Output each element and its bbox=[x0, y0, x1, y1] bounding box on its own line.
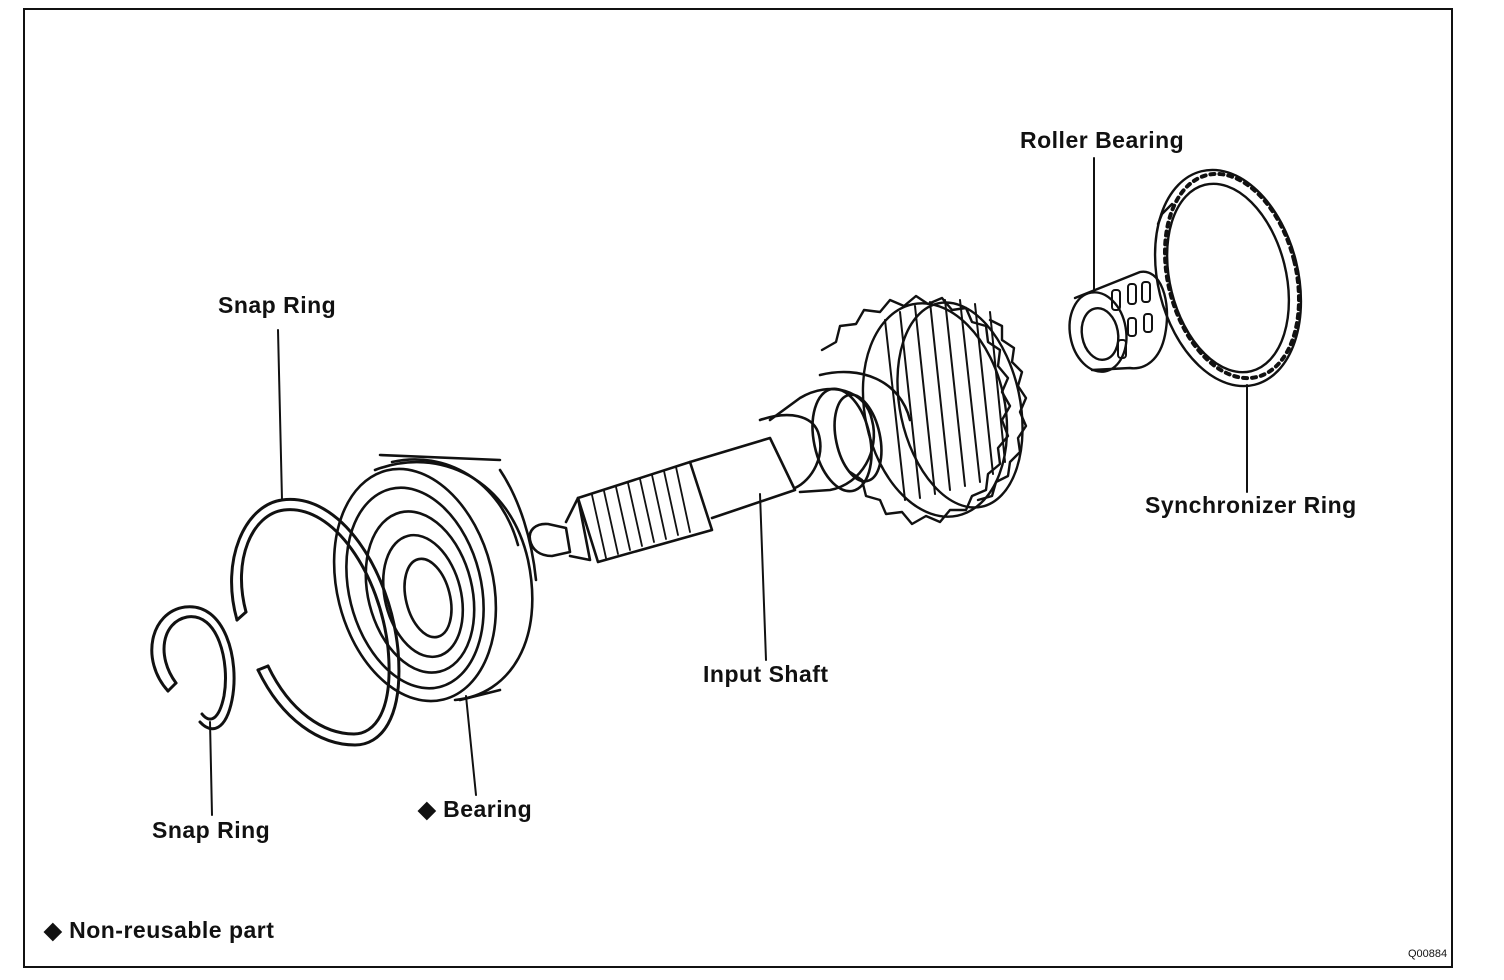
label-bearing: ◆ Bearing bbox=[418, 796, 532, 823]
label-snap-ring-small: Snap Ring bbox=[152, 817, 271, 843]
legend-diamond-icon: ◆ bbox=[44, 917, 63, 943]
ball-bearing bbox=[332, 453, 538, 703]
legend-text: Non-reusable part bbox=[69, 917, 275, 943]
label-snap-ring-large: Snap Ring bbox=[218, 292, 337, 318]
small-snap-ring bbox=[150, 605, 236, 731]
roller-bearing-part bbox=[1068, 270, 1169, 373]
legend: ◆ Non-reusable part bbox=[44, 917, 274, 944]
figure-code: Q00884 bbox=[1408, 948, 1448, 960]
input-shaft bbox=[528, 370, 912, 564]
label-input-shaft: Input Shaft bbox=[703, 661, 829, 687]
leader-lines bbox=[209, 157, 1248, 816]
synchronizer-ring-part bbox=[1153, 168, 1303, 388]
label-synchronizer-ring: Synchronizer Ring bbox=[1145, 492, 1357, 518]
non-reusable-diamond-icon: ◆ bbox=[418, 796, 437, 822]
diagram-frame bbox=[23, 8, 1453, 968]
label-bearing-text: Bearing bbox=[443, 796, 533, 822]
label-roller-bearing: Roller Bearing bbox=[1020, 127, 1185, 153]
input-gear bbox=[820, 294, 1028, 526]
